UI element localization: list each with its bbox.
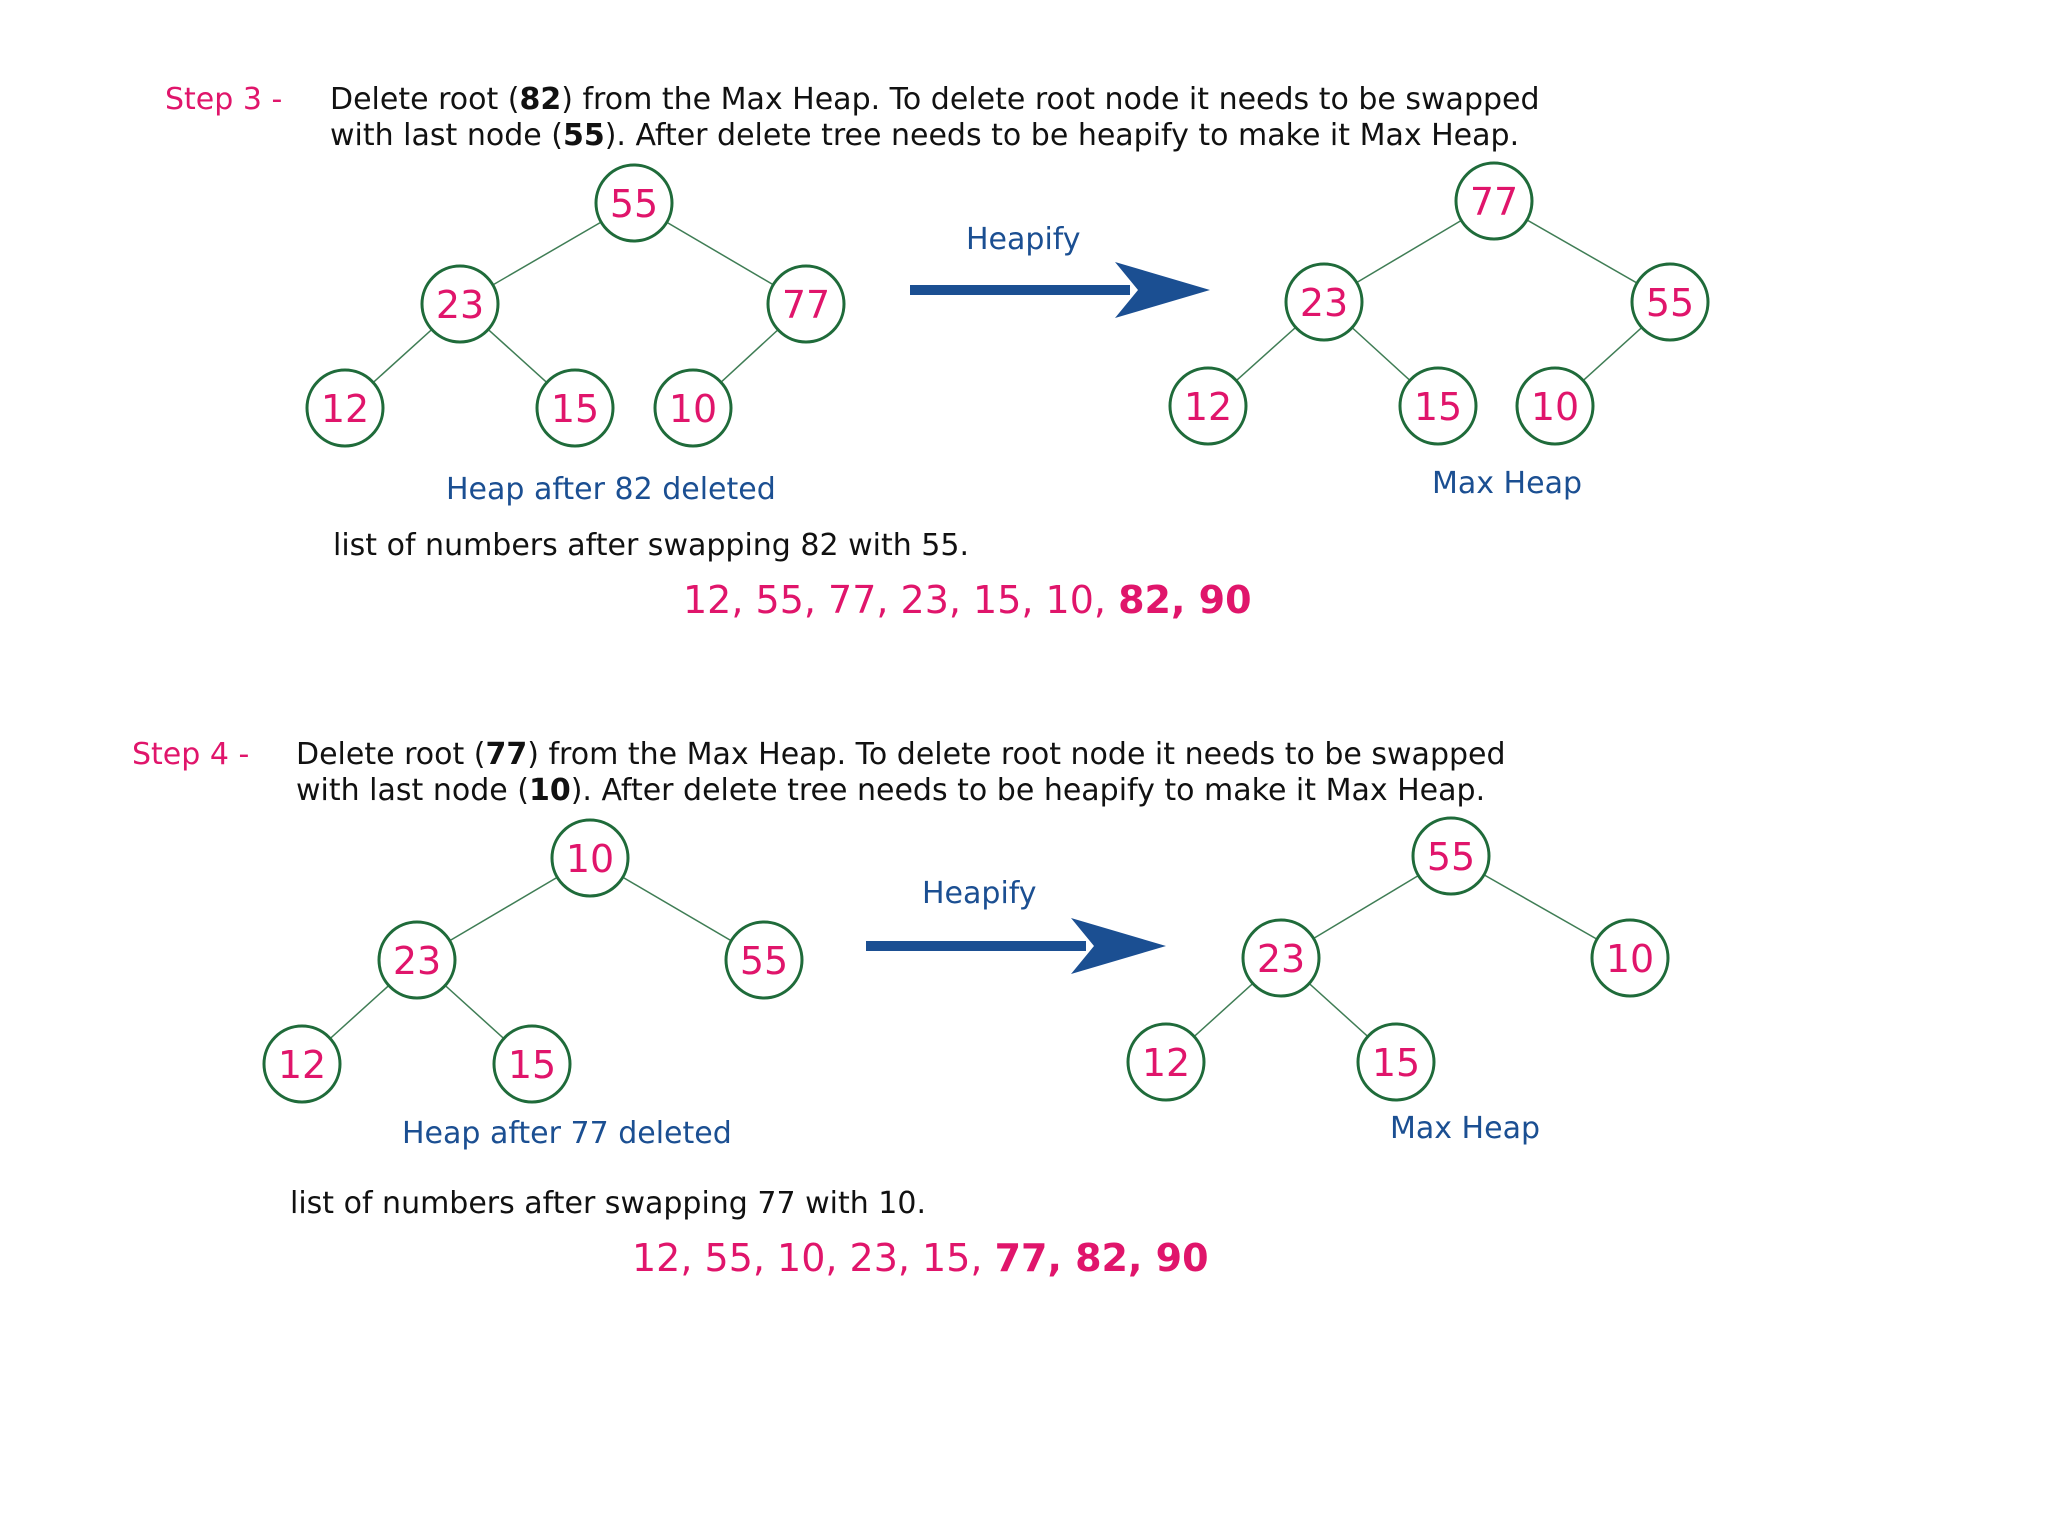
heapify-arrow-icon: [866, 918, 1166, 974]
tree-node: 23: [377, 920, 457, 1000]
step-3-description-line-1: Delete root (82) from the Max Heap. To d…: [330, 82, 1540, 118]
list-plain: 12, 55, 10, 23, 15,: [632, 1236, 995, 1280]
svg-text:55: 55: [740, 939, 788, 983]
tree-node: 23: [1284, 262, 1364, 342]
step-3-description-line-2: with last node (55). After delete tree n…: [330, 118, 1519, 154]
tree-node: 15: [535, 368, 615, 448]
step-4-list-values: 12, 55, 10, 23, 15, 77, 82, 90: [632, 1236, 1209, 1280]
desc-bold-value: 82: [519, 82, 562, 117]
desc-text: Delete root (: [330, 82, 520, 117]
step-4-label: Step 4 -: [132, 737, 250, 772]
svg-text:10: 10: [566, 837, 614, 881]
svg-text:55: 55: [1427, 835, 1475, 879]
tree-node: 55: [1630, 262, 1710, 342]
desc-bold-value: 55: [562, 118, 605, 153]
desc-text: with last node (: [296, 773, 529, 808]
heapify-arrow-icon: [910, 262, 1210, 318]
list-bold: 77, 82, 90: [994, 1236, 1209, 1280]
tree-node: 15: [492, 1024, 572, 1104]
svg-text:15: 15: [508, 1043, 556, 1087]
step-4-list-caption: list of numbers after swapping 77 with 1…: [290, 1186, 926, 1221]
step-4-heapify-label: Heapify: [922, 876, 1037, 911]
desc-text: ). After delete tree needs to be heapify…: [570, 773, 1486, 808]
svg-text:12: 12: [321, 387, 369, 431]
desc-bold-value: 77: [485, 737, 528, 772]
tree-node: 12: [305, 368, 385, 448]
tree-node: 23: [420, 264, 500, 344]
desc-text: Delete root (: [296, 737, 486, 772]
svg-text:23: 23: [1257, 937, 1305, 981]
svg-text:23: 23: [1300, 281, 1348, 325]
svg-text:12: 12: [1184, 385, 1232, 429]
step-3-heapify-label: Heapify: [966, 222, 1081, 257]
tree-node: 55: [594, 163, 674, 243]
step-3-left-caption: Heap after 82 deleted: [446, 472, 776, 507]
step-4-left-caption: Heap after 77 deleted: [402, 1116, 732, 1151]
svg-text:10: 10: [1606, 937, 1654, 981]
tree-node: 10: [550, 818, 630, 898]
svg-text:10: 10: [669, 387, 717, 431]
list-bold: 82, 90: [1118, 578, 1252, 622]
step-4-right-caption: Max Heap: [1390, 1111, 1540, 1146]
tree-node: 55: [1411, 816, 1491, 896]
desc-text: ) from the Max Heap. To delete root node…: [527, 737, 1506, 772]
svg-text:10: 10: [1531, 385, 1579, 429]
tree-node: 23: [1241, 918, 1321, 998]
tree-node: 12: [1168, 366, 1248, 446]
desc-text: ) from the Max Heap. To delete root node…: [561, 82, 1540, 117]
svg-text:15: 15: [1414, 385, 1462, 429]
step-3-label: Step 3 -: [165, 82, 283, 117]
step-3-list-values: 12, 55, 77, 23, 15, 10, 82, 90: [683, 578, 1252, 622]
tree-node: 12: [262, 1024, 342, 1104]
tree-node: 15: [1356, 1022, 1436, 1102]
desc-bold-value: 10: [528, 773, 571, 808]
step-4-description-line-2: with last node (10). After delete tree n…: [296, 773, 1485, 809]
tree-node: 55: [724, 920, 804, 1000]
svg-text:55: 55: [1646, 281, 1694, 325]
svg-text:12: 12: [278, 1043, 326, 1087]
svg-text:12: 12: [1142, 1041, 1190, 1085]
tree-node: 10: [1515, 366, 1595, 446]
svg-text:77: 77: [782, 283, 830, 327]
svg-text:77: 77: [1470, 180, 1518, 224]
tree-node: 77: [766, 264, 846, 344]
tree-node: 77: [1454, 161, 1534, 241]
svg-text:15: 15: [1372, 1041, 1420, 1085]
tree-node: 10: [653, 368, 733, 448]
svg-text:23: 23: [393, 939, 441, 983]
desc-text: with last node (: [330, 118, 563, 153]
tree-node: 15: [1398, 366, 1478, 446]
step-3-right-caption: Max Heap: [1432, 466, 1582, 501]
list-plain: 12, 55, 77, 23, 15, 10,: [683, 578, 1119, 622]
svg-text:15: 15: [551, 387, 599, 431]
tree-node: 10: [1590, 918, 1670, 998]
step-4-description-line-1: Delete root (77) from the Max Heap. To d…: [296, 737, 1506, 773]
svg-text:23: 23: [436, 283, 484, 327]
step-3-list-caption: list of numbers after swapping 82 with 5…: [333, 528, 969, 563]
svg-text:55: 55: [610, 182, 658, 226]
desc-text: ). After delete tree needs to be heapify…: [604, 118, 1520, 153]
tree-node: 12: [1126, 1022, 1206, 1102]
